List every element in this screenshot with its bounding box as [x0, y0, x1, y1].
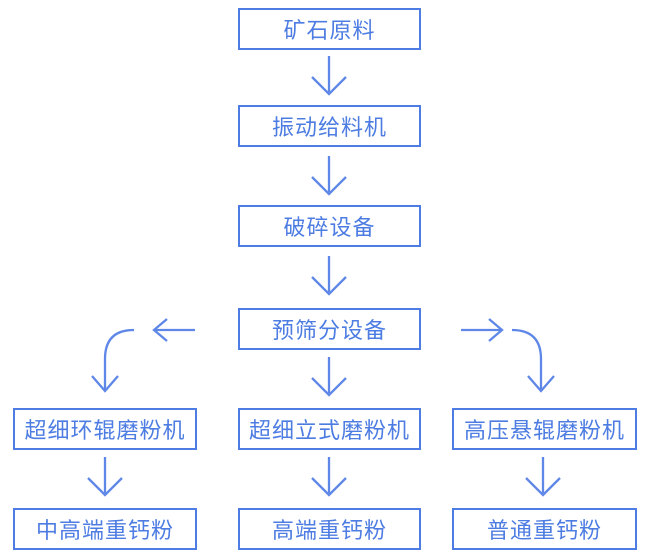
arrow-down-icon	[525, 457, 561, 497]
node-vibrating-feeder: 振动给料机	[238, 105, 421, 147]
arrow-right-icon	[461, 318, 504, 342]
arrow-left-icon	[152, 318, 195, 342]
arrow-down-icon	[87, 457, 123, 497]
curve-down-right-arrow-icon	[511, 328, 555, 393]
node-pre-screening-equipment: 预筛分设备	[238, 308, 421, 350]
curve-down-left-arrow-icon	[91, 328, 135, 393]
node-powder-ordinary: 普通重钙粉	[452, 508, 637, 550]
node-mill-ultrafine-ring-roller: 超细环辊磨粉机	[13, 408, 197, 450]
node-mill-high-pressure-roller: 高压悬辊磨粉机	[452, 408, 637, 450]
node-mill-ultrafine-vertical: 超细立式磨粉机	[238, 408, 421, 450]
node-powder-mid-high-end: 中高端重钙粉	[13, 508, 197, 550]
arrow-down-icon	[311, 56, 347, 96]
arrow-down-icon	[311, 156, 347, 196]
arrow-down-icon	[311, 357, 347, 397]
node-powder-high-end: 高端重钙粉	[238, 508, 421, 550]
arrow-down-icon	[311, 457, 347, 497]
arrow-down-icon	[311, 256, 347, 296]
node-ore-material: 矿石原料	[238, 8, 421, 50]
node-crushing-equipment: 破碎设备	[238, 205, 421, 247]
